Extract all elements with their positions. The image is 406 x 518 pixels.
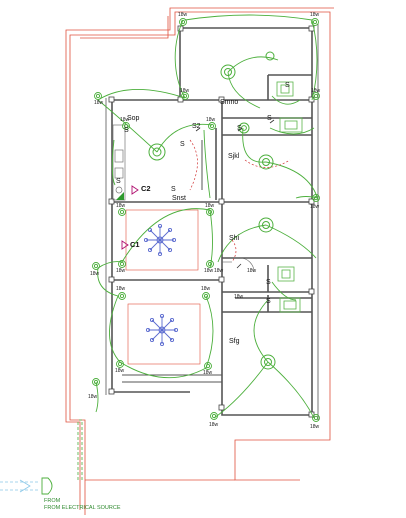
rating-label: 18w [178, 12, 188, 18]
label-shi: Shi [229, 235, 240, 242]
source-label-line2: FROM ELECTRICAL SOURCE [44, 505, 121, 511]
switch-s: S [180, 141, 185, 148]
label-c1: C1 [130, 240, 140, 249]
light-fixture [260, 354, 276, 370]
green-flag-icon [116, 192, 124, 200]
light-fixture [258, 154, 274, 170]
light-fixture [265, 51, 275, 61]
wall-light [118, 292, 126, 300]
switch-s: S [237, 125, 242, 132]
rating-label: 18w [209, 422, 219, 428]
wall-light [312, 414, 320, 422]
label-snst: Snst [172, 195, 186, 202]
light-fixture [220, 64, 236, 80]
bathroom-fixtures [276, 81, 303, 313]
ceiling-fan-fixture-2 [145, 313, 179, 347]
wall-light [118, 260, 126, 268]
source-label-line1: FROM [44, 498, 61, 504]
rating-label: 18w [115, 368, 125, 374]
switch-s: S [266, 279, 271, 286]
rating-label: 18w [203, 370, 213, 376]
label-sjkl: Sjkl [228, 153, 240, 160]
wall-light [208, 122, 216, 130]
switch-s: S [171, 186, 176, 193]
rating-label: 18w [206, 117, 216, 123]
label-sop: Sop [127, 115, 140, 122]
rating-label: 18w [214, 268, 224, 274]
wall-columns [108, 25, 315, 418]
room-ceiling-panels [125, 209, 201, 365]
meter-icon [41, 477, 53, 495]
rating-label: 18w [116, 268, 126, 274]
wiring-runs [95, 14, 319, 419]
door-swings [222, 257, 255, 273]
switch-s: S [266, 298, 271, 305]
rating-label: 18w [310, 204, 320, 210]
wall-light-fixtures [92, 18, 320, 422]
wall-light [210, 412, 218, 420]
rating-label: 18w [205, 203, 215, 209]
light-fixture [258, 217, 274, 233]
rating-label: 18w [311, 88, 321, 94]
rating-label: 18w [310, 12, 320, 18]
wall-light [118, 208, 126, 216]
switch-s: S [267, 115, 272, 122]
wall-light [206, 208, 214, 216]
dashed-circuit [189, 139, 291, 263]
wall-light [202, 292, 210, 300]
c2-marker-icon [131, 185, 139, 195]
switch-s: S [116, 178, 121, 185]
wall-light [206, 260, 214, 268]
rating-label: 18w [234, 294, 244, 300]
rating-label: 18w [94, 100, 104, 106]
light-fixture [148, 143, 166, 161]
wall-light [94, 92, 102, 100]
ceiling-fan-fixture-1 [143, 223, 177, 257]
label-sfg: Sfg [229, 338, 240, 345]
label-c2: C2 [141, 184, 151, 193]
rating-label: 18w [310, 424, 320, 430]
switch-s: S [124, 127, 129, 134]
rating-label: 18w [88, 394, 98, 400]
wall-light [92, 262, 100, 270]
wall-light [116, 360, 124, 368]
switch-labels: Sop S2 Smno Sjkl C2 Snst Shi C1 Sfg S S … [116, 82, 290, 345]
rating-label: 18w [180, 88, 190, 94]
label-s2: S2 [192, 123, 201, 130]
fixture-rating-labels: 18w 18w 18w 18w 18w 18w 18w 18w 18w 18w … [88, 12, 321, 430]
rating-label: 18w [116, 203, 126, 209]
outlet-markers [121, 185, 139, 250]
electrical-source: FROM FROM ELECTRICAL SOURCE [0, 419, 121, 511]
wall-light [92, 378, 100, 386]
wall-light [312, 194, 320, 202]
wall-light [311, 18, 319, 26]
rating-label: 18w [90, 271, 100, 277]
rating-label: 18w [204, 268, 214, 274]
kitchen-counter [112, 124, 126, 201]
wall-light [312, 92, 320, 100]
wall-light [181, 92, 189, 100]
plot-boundary [65, 7, 334, 515]
rating-label: 18w [120, 117, 130, 123]
arrow-icon [19, 479, 31, 493]
wall-light [179, 18, 187, 26]
c1-marker-icon [121, 240, 129, 250]
wall-light [122, 122, 130, 130]
switch-markers [195, 119, 275, 269]
switch-s: S [285, 82, 290, 89]
ceiling-light-fixtures [148, 51, 276, 370]
rating-label: 18w [247, 268, 257, 274]
wall-light [204, 362, 212, 370]
label-smno: Smno [220, 99, 238, 106]
rating-label: 18w [116, 286, 126, 292]
rating-label: 18w [201, 286, 211, 292]
